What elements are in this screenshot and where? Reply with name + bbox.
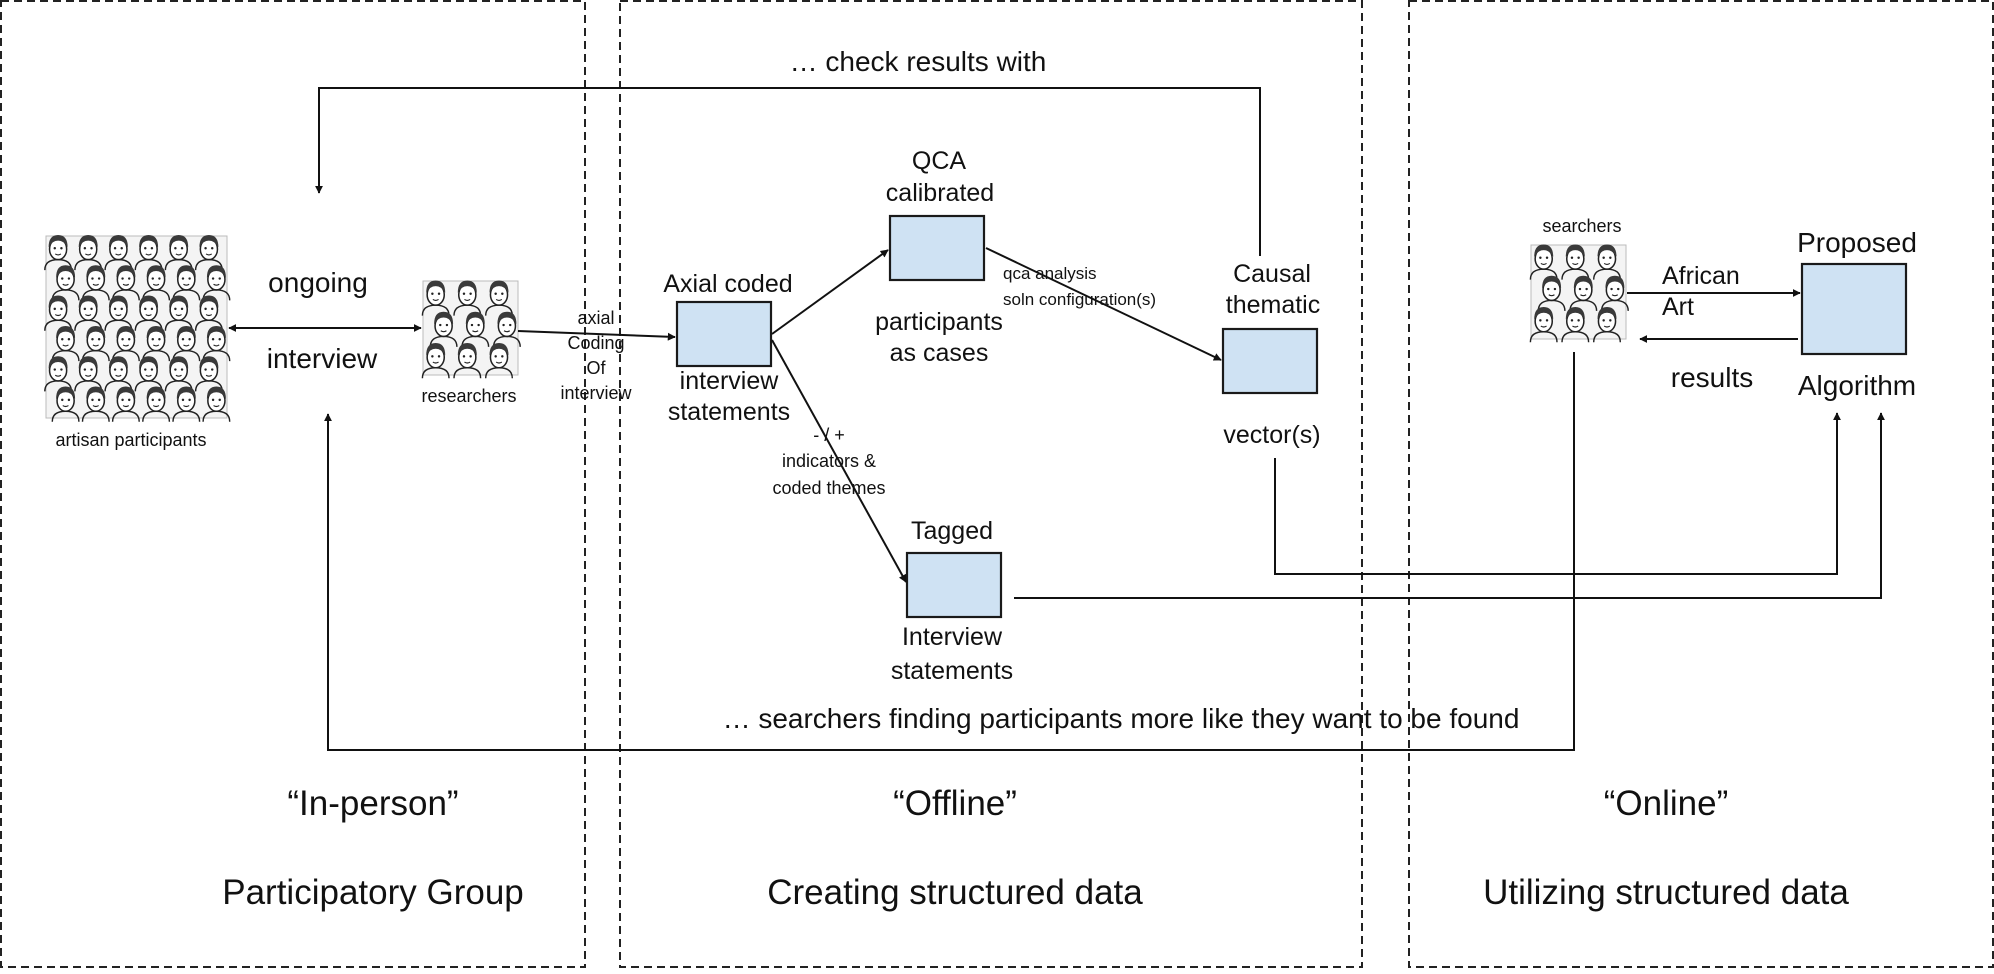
proposed-label: Proposed [1797, 227, 1917, 258]
in-person-title: “In-person” [287, 784, 458, 823]
qca-analysis-arrow [985, 247, 1222, 361]
tagged-statements-label-1: Interview [902, 623, 1003, 651]
axial-coding-label-4: interview [560, 383, 632, 403]
panel-in-person [0, 0, 586, 968]
artisan-crowd-image [44, 234, 231, 423]
online-title: “Online” [1604, 784, 1728, 823]
qca-analysis-label-2: soln configuration(s) [1003, 290, 1156, 309]
searchers-image [1529, 243, 1629, 343]
searchers-finding-label: … searchers finding participants more li… [723, 703, 1520, 734]
offline-subtitle: Creating structured data [767, 873, 1143, 912]
to-qca-arrow [771, 249, 889, 335]
to-tagged-arrow [771, 339, 907, 583]
participants-cases-label-1: participants [875, 308, 1003, 336]
searchers-caption: searchers [1542, 216, 1621, 236]
artisan-participants-caption: artisan participants [55, 430, 206, 450]
in-person-subtitle: Participatory Group [222, 873, 524, 912]
indicators-label-1: - / + [813, 425, 845, 445]
check-results-arrow [315, 87, 1261, 256]
offline-title: “Offline” [893, 784, 1017, 823]
indicators-label-2: indicators & [782, 451, 876, 471]
african-art-label-1: African [1662, 262, 1740, 290]
axial-coding-label-2: Coding [567, 333, 624, 353]
axial-coding-arrow [517, 330, 676, 341]
interview-statements-label-1: interview [680, 367, 780, 395]
qca-calibrated-box [888, 214, 986, 282]
indicators-label-3: coded themes [772, 478, 885, 498]
algorithm-box [1800, 262, 1908, 356]
qca-label-1: QCA [912, 147, 967, 175]
interview-statements-label-2: statements [668, 398, 790, 426]
interview-label: interview [267, 343, 378, 374]
panel-online [1408, 0, 1994, 968]
ongoing-label: ongoing [268, 267, 368, 298]
researchers-caption: researchers [421, 386, 516, 406]
researchers-image [421, 279, 521, 379]
tagged-label: Tagged [911, 517, 993, 545]
algorithm-label: Algorithm [1798, 370, 1916, 401]
tagged-box [905, 551, 1003, 619]
african-art-label-2: Art [1662, 293, 1694, 321]
qca-analysis-label-1: qca analysis [1003, 264, 1097, 283]
axial-coding-label-3: Of [586, 358, 606, 378]
axial-coded-box [675, 300, 773, 368]
searchers-finding-arrow [324, 352, 1575, 751]
vectors-to-algorithm-arrow [1274, 412, 1841, 575]
participants-cases-label-2: as cases [890, 339, 989, 367]
axial-coding-label-1: axial [577, 308, 614, 328]
causal-thematic-label-1: Causal [1233, 260, 1311, 288]
check-results-label: … check results with [790, 46, 1047, 77]
tagged-statements-label-2: statements [891, 657, 1013, 685]
results-label: results [1671, 362, 1753, 393]
vectors-label: vector(s) [1223, 421, 1320, 449]
qca-label-2: calibrated [886, 179, 994, 207]
axial-coded-label: Axial coded [663, 270, 792, 298]
causal-thematic-box [1221, 327, 1319, 395]
online-subtitle: Utilizing structured data [1483, 873, 1849, 912]
causal-thematic-label-2: thematic [1226, 291, 1320, 319]
panel-offline [619, 0, 1363, 968]
tagged-to-algorithm-arrow [1014, 412, 1885, 599]
